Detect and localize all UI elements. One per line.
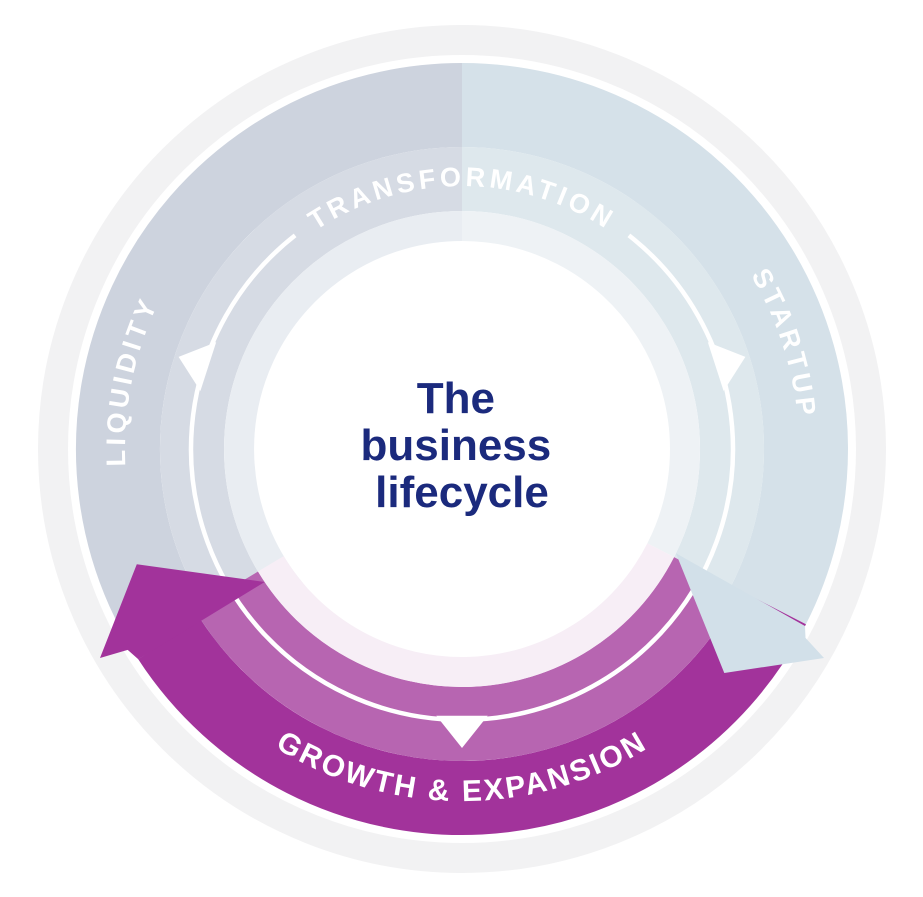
center-title: The business lifecycle <box>361 374 564 517</box>
chevron-down-icon <box>436 715 488 748</box>
liquidity-band-inner <box>224 211 463 602</box>
growth-band-inner <box>257 543 675 687</box>
chevron-right-icon <box>707 342 746 391</box>
startup-band-inner <box>461 211 700 557</box>
startup-arrowhead-icon <box>675 553 824 673</box>
startup-band-outer <box>461 63 848 625</box>
growth-arrowhead-icon <box>100 564 265 660</box>
growth-band-outer <box>138 590 806 835</box>
outer-ring <box>38 25 886 873</box>
chevron-left-icon <box>178 342 217 391</box>
segment-growth-band <box>138 543 806 835</box>
